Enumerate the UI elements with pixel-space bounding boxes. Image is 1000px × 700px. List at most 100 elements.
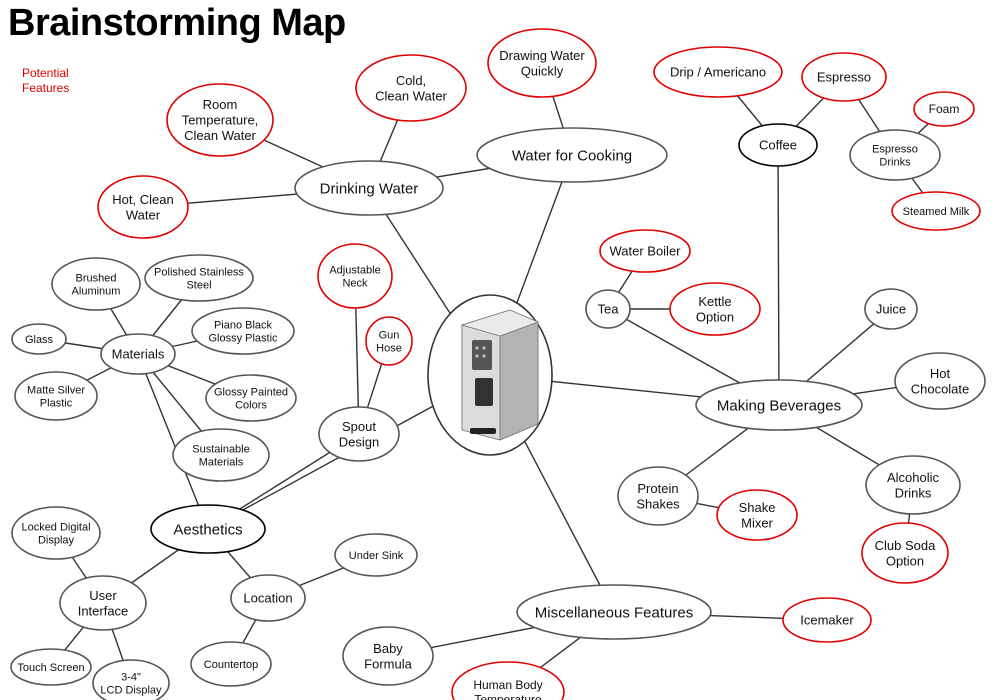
node-location: Location bbox=[230, 574, 306, 622]
node-cold-label: Cold,Clean Water bbox=[375, 73, 447, 104]
node-juice: Juice bbox=[864, 288, 918, 330]
node-aesthetics-label: Aesthetics bbox=[173, 521, 242, 538]
page-title: Brainstorming Map bbox=[8, 2, 346, 44]
node-counter-label: Countertop bbox=[204, 659, 258, 671]
node-clubsoda-ellipse bbox=[861, 522, 949, 584]
node-steamed-ellipse bbox=[891, 191, 981, 231]
node-juice-ellipse bbox=[864, 288, 918, 330]
node-sustain-ellipse bbox=[172, 428, 270, 482]
node-hotclean-ellipse bbox=[97, 175, 189, 239]
node-undersink-ellipse bbox=[334, 533, 418, 577]
node-icemaker: Icemaker bbox=[782, 597, 872, 643]
node-drinking-label: Drinking Water bbox=[320, 180, 419, 197]
node-brushed-ellipse bbox=[51, 257, 141, 311]
node-adjneck-ellipse bbox=[317, 243, 393, 309]
node-glass-label: Glass bbox=[25, 334, 54, 346]
node-boiler: Water Boiler bbox=[599, 229, 691, 273]
node-drawing-ellipse bbox=[487, 28, 597, 98]
node-foam-ellipse bbox=[913, 91, 975, 127]
node-boiler-label: Water Boiler bbox=[609, 244, 681, 259]
node-espresso: Espresso bbox=[801, 52, 887, 102]
node-espresso-label: Espresso bbox=[817, 70, 871, 85]
node-drinking: Drinking Water bbox=[294, 160, 444, 216]
node-locked-ellipse bbox=[11, 506, 101, 560]
node-humanbody-ellipse bbox=[451, 661, 565, 700]
node-location-ellipse bbox=[230, 574, 306, 622]
node-shake-ellipse bbox=[716, 489, 798, 541]
node-kettle-ellipse bbox=[669, 282, 761, 336]
node-cold-ellipse bbox=[355, 54, 467, 122]
node-cooking-label: Water for Cooking bbox=[512, 147, 632, 164]
node-gunhose-ellipse bbox=[365, 316, 413, 366]
node-protein-ellipse bbox=[617, 466, 699, 526]
node-tea-label: Tea bbox=[598, 302, 620, 317]
node-aesthetics: Aesthetics bbox=[150, 504, 266, 554]
node-espdrinks-ellipse bbox=[849, 129, 941, 181]
node-room-ellipse bbox=[166, 83, 274, 157]
node-matte-ellipse bbox=[14, 371, 98, 421]
node-tea-ellipse bbox=[585, 289, 631, 329]
node-steamed: Steamed Milk bbox=[891, 191, 981, 231]
node-lcd: 3-4"LCD Display bbox=[92, 659, 170, 700]
node-materials: Materials bbox=[100, 333, 176, 375]
node-drip: Drip / Americano bbox=[653, 46, 783, 98]
node-glossypaint-ellipse bbox=[205, 374, 297, 422]
legend-potential-features: Potential Features bbox=[22, 66, 70, 95]
node-hotchoc-ellipse bbox=[894, 352, 986, 410]
node-lcd-ellipse bbox=[92, 659, 170, 700]
node-tea: Tea bbox=[585, 289, 631, 329]
node-piano-ellipse bbox=[191, 307, 295, 355]
node-aesthetics-ellipse bbox=[150, 504, 266, 554]
node-baby-ellipse bbox=[342, 626, 434, 686]
node-boiler-ellipse bbox=[599, 229, 691, 273]
node-touch: Touch Screen bbox=[10, 648, 92, 686]
node-cold: Cold,Clean Water bbox=[355, 54, 467, 122]
node-coffee-label: Coffee bbox=[759, 138, 797, 153]
node-touch-label: Touch Screen bbox=[17, 662, 84, 674]
node-undersink-label: Under Sink bbox=[349, 550, 404, 562]
node-materials-label: Materials bbox=[112, 347, 165, 362]
node-cooking-ellipse bbox=[476, 127, 668, 183]
node-misc-ellipse bbox=[516, 584, 712, 640]
node-drip-label: Drip / Americano bbox=[670, 65, 766, 80]
node-touch-ellipse bbox=[10, 648, 92, 686]
node-counter: Countertop bbox=[190, 641, 272, 687]
